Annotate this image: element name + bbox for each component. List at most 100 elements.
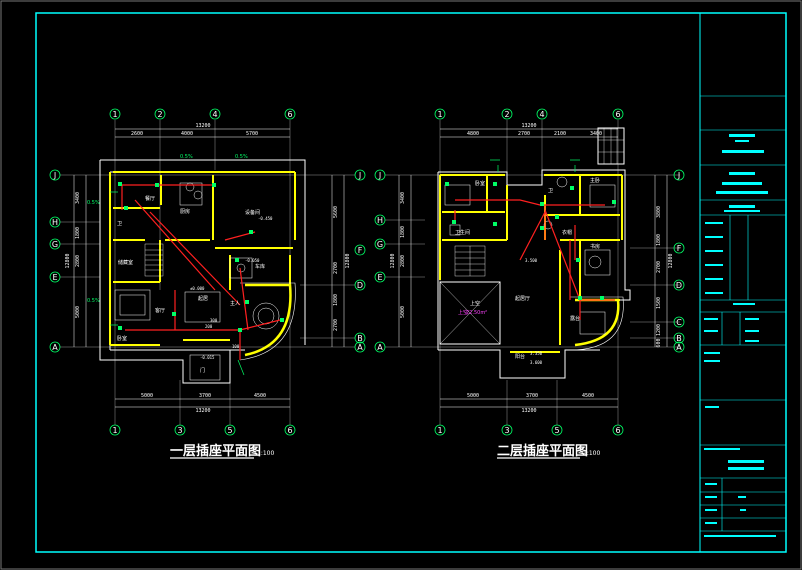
- plan-2: 1 2 4 6 1 3 5 6 J H G E A J F D C B A 13…: [374, 108, 685, 459]
- plan1-room-dining: 餐厅: [145, 195, 155, 202]
- plan1-left-dim-2: 1800: [75, 227, 81, 239]
- plan1-top-dim-3: 5700: [246, 131, 258, 137]
- plan1-slope-4: 0.5%: [87, 298, 100, 304]
- plan2-title: 二层插座平面图: [497, 443, 588, 459]
- plan1-scale: 1:100: [257, 450, 274, 457]
- plan1-slope-3: 0.5%: [87, 200, 100, 206]
- plan1-room-wc: 卫: [117, 221, 122, 227]
- plan2-left-total: 12800: [390, 253, 396, 268]
- plan2-right-dim-2: 1800: [656, 234, 662, 246]
- plan1-axis-left-G: G: [52, 240, 58, 249]
- plan1-room-master: 主人: [230, 300, 240, 307]
- plan1-axis-top-1: 1: [112, 110, 117, 119]
- plan1-axis-left-E: E: [52, 273, 57, 282]
- plan2-room-wc: 卫: [548, 188, 553, 194]
- plan2-top-dim-4: 3400: [590, 131, 602, 137]
- plan2-room-closet: 衣帽: [562, 229, 572, 236]
- plan2-axis-bottom-5: 5: [554, 426, 559, 435]
- plan1-top-dim-1: 2600: [131, 131, 143, 137]
- plan2-top-dim-3: 2100: [554, 131, 566, 137]
- plan2-room-terrace: 露台: [570, 315, 580, 322]
- plan1-level-1: ±0.000: [190, 286, 205, 291]
- plan2-room-hall: 起居厅: [515, 296, 530, 302]
- plan2-axis-right-B: B: [676, 334, 682, 343]
- plan1-room-equipment: 设备间: [245, 209, 260, 216]
- plan1-bottom-dim-3: 4500: [254, 393, 266, 399]
- plan1-axis-top-4: 4: [212, 110, 217, 119]
- plan2-level-1: 3.500: [525, 258, 538, 263]
- plan2-axis-right-A: A: [676, 343, 682, 352]
- plan1-axis-top-6: 6: [287, 110, 292, 119]
- plan1-axis-left-J: J: [53, 171, 56, 180]
- plan2-room-balcony: 阳台: [515, 353, 525, 360]
- plan1-right-dim-3: 1800: [333, 294, 339, 306]
- plan1-axis-top-2: 2: [157, 110, 162, 119]
- plan1-axis-bottom-5: 5: [227, 426, 232, 435]
- plan2-top-dim-1: 4800: [467, 131, 479, 137]
- plan2-left-dim-1: 3400: [400, 192, 406, 204]
- plan2-room-void: 上空: [470, 300, 480, 307]
- plan-1: 1 2 4 6 1 3 5 6 J H G E A J F D B A 1320…: [49, 108, 366, 459]
- plan1-level-4: -0.015: [200, 355, 215, 360]
- plan1-slope-1: 0.5%: [180, 154, 193, 160]
- plan2-area-label: 上空: [458, 309, 468, 316]
- plan1-title: 一层插座平面图: [170, 443, 261, 459]
- plan2-axis-right-C: C: [676, 318, 682, 327]
- plan2-left-dim-2: 1800: [400, 226, 406, 238]
- plan2-bottom-dim-3: 4500: [582, 393, 594, 399]
- plan2-bottom-dim-1: 5000: [467, 393, 479, 399]
- plan1-room-living: 客厅: [155, 307, 165, 314]
- plan2-axis-right-D: D: [676, 281, 682, 290]
- plan1-left-dim-1: 3400: [75, 192, 81, 204]
- plan2-axis-top-6: 6: [615, 110, 620, 119]
- plan1-axis-left-A: A: [52, 343, 58, 352]
- plan2-room-master: 主卧: [590, 177, 600, 184]
- plan1-room-garage: 车库: [255, 263, 265, 270]
- plan2-axis-right-J: J: [677, 171, 680, 180]
- plan1-room-bedroom: 卧室: [117, 335, 127, 342]
- plan2-axis-right-F: F: [677, 244, 682, 253]
- plan1-axis-right-F: F: [358, 246, 363, 255]
- plan1-room-storage: 储藏室: [118, 259, 133, 266]
- plan2-axis-left-H: H: [377, 216, 383, 225]
- plan2-right-dim-6: 600: [656, 338, 662, 347]
- plan2-level-2: 3.350: [530, 351, 543, 356]
- plan1-misc-3: 100: [232, 344, 240, 349]
- plan1-axis-right-B: B: [357, 334, 363, 343]
- plan2-bottom-dim-2: 3700: [526, 393, 538, 399]
- plan1-misc-1: 300: [210, 318, 218, 323]
- plan1-right-dim-2: 2700: [333, 262, 339, 274]
- plan1-bottom-dim-2: 3700: [199, 393, 211, 399]
- plan2-bottom-total: 13200: [521, 408, 536, 414]
- plan2-top-total: 13200: [521, 123, 536, 129]
- plan2-axis-bottom-6: 6: [615, 426, 620, 435]
- plan2-left-dim-3: 2800: [400, 255, 406, 267]
- plan2-right-dim-5: 1200: [656, 324, 662, 336]
- plan1-right-dim-4: 2700: [333, 319, 339, 331]
- plan2-right-dim-1: 3800: [656, 206, 662, 218]
- plan1-room-entry: 门: [200, 367, 205, 374]
- plan1-right-total: 12800: [345, 253, 351, 268]
- plan2-axis-top-4: 4: [539, 110, 544, 119]
- plan2-level-3: 3.600: [530, 360, 543, 365]
- plan2-axis-left-E: E: [377, 273, 382, 282]
- plan1-left-total: 12800: [65, 253, 71, 268]
- plan1-level-2: -0.450: [258, 216, 273, 221]
- plan1-axis-left-H: H: [52, 218, 58, 227]
- plan1-bottom-total: 13200: [195, 408, 210, 414]
- plan1-axis-right-D: D: [357, 281, 363, 290]
- plan2-right-total: 12800: [668, 253, 674, 268]
- plan2-axis-left-A: A: [377, 343, 383, 352]
- plan1-axis-bottom-3: 3: [177, 426, 182, 435]
- plan2-axis-top-2: 2: [504, 110, 509, 119]
- plan1-bottom-dim-1: 5000: [141, 393, 153, 399]
- plan1-axis-right-A: A: [357, 343, 363, 352]
- plan2-left-dim-4: 5000: [400, 306, 406, 318]
- plan2-axis-left-J: J: [378, 171, 381, 180]
- plan1-left-dim-4: 5000: [75, 306, 81, 318]
- plan1-axis-bottom-6: 6: [287, 426, 292, 435]
- plan2-right-dim-4: 1500: [656, 297, 662, 309]
- plan2-room-bathroom: 卫生间: [455, 229, 470, 236]
